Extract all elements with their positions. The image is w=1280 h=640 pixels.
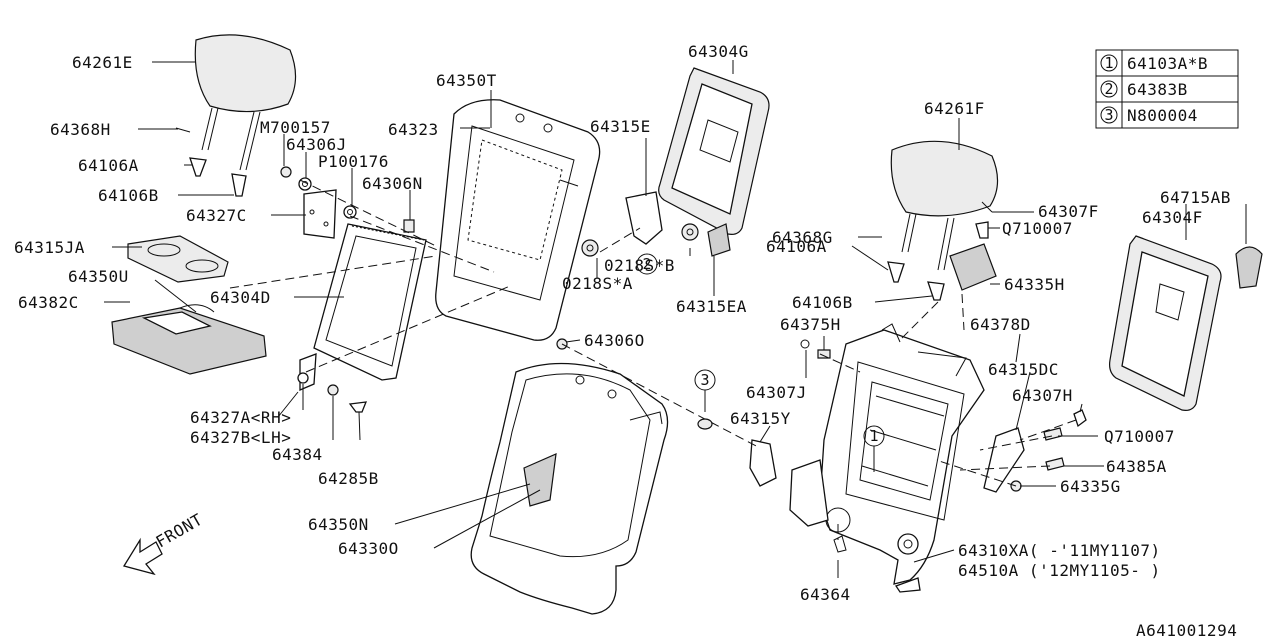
assembly-lines bbox=[229, 179, 1077, 540]
rear-panel-left-drawing bbox=[658, 67, 770, 235]
diagram-id: A641001294 bbox=[1136, 621, 1237, 640]
label-64327b-lh: 64327B<LH> bbox=[190, 428, 291, 447]
seatback-cushion-left-drawing bbox=[435, 99, 601, 341]
label-64384: 64384 bbox=[272, 445, 323, 464]
label-64315ea: 64315EA bbox=[676, 297, 747, 316]
label-64335h: 64335H bbox=[1004, 275, 1065, 294]
legend-part-2: 64383B bbox=[1127, 80, 1188, 99]
seatback-frame-left-drawing bbox=[297, 189, 427, 391]
cup-holder-drawing bbox=[127, 235, 229, 283]
label-64327c: 64327C bbox=[186, 206, 247, 225]
label-64385a: 64385A bbox=[1106, 457, 1167, 476]
label-64106b-right: 64106B bbox=[792, 293, 853, 312]
rear-panel-right-drawing bbox=[1109, 235, 1263, 411]
label-0218s-b: 0218S*B bbox=[604, 256, 675, 275]
legend-table: 1 2 3 64103A*B 64383B N800004 bbox=[1095, 49, 1239, 129]
label-64106a-right-visible: 64106A bbox=[766, 237, 827, 256]
label-0218s-a: 0218S*A bbox=[562, 274, 633, 293]
seat-frame-right-drawing bbox=[789, 323, 985, 593]
callout-3-num: 3 bbox=[700, 371, 709, 389]
label-64306j: 64306J bbox=[286, 135, 347, 154]
callout-3: 3 bbox=[694, 369, 716, 430]
label-64315y: 64315Y bbox=[730, 409, 791, 428]
right-hardware-drawing bbox=[749, 339, 1087, 553]
part-labels: 64261E 64368H 64106A 64106B M700157 6430… bbox=[14, 42, 1237, 640]
label-64307j: 64307J bbox=[746, 383, 807, 402]
legend-num-1: 1 bbox=[1104, 54, 1113, 72]
label-64304g: 64304G bbox=[688, 42, 749, 61]
label-64335g: 64335G bbox=[1060, 477, 1121, 496]
label-64307h: 64307H bbox=[1012, 386, 1073, 405]
label-64304d: 64304D bbox=[210, 288, 271, 307]
label-64375h: 64375H bbox=[780, 315, 841, 334]
label-64368g: 64368G bbox=[772, 228, 833, 247]
label-64368h: 64368H bbox=[50, 120, 111, 139]
label-64304f: 64304F bbox=[1142, 208, 1203, 227]
label-64350u: 64350U bbox=[68, 267, 129, 286]
legend-part-3: N800004 bbox=[1127, 106, 1198, 125]
label-64285b: 64285B bbox=[318, 469, 379, 488]
label-64307f: 64307F bbox=[1038, 202, 1099, 221]
label-64310xa: 64310XA( -'11MY1107) bbox=[958, 541, 1161, 560]
label-64327a-rh: 64327A<RH> bbox=[190, 408, 291, 427]
label-q710007-bottom: Q710007 bbox=[1104, 427, 1175, 446]
label-64330o: 64330O bbox=[338, 539, 399, 558]
label-64715ab: 64715AB bbox=[1160, 188, 1231, 207]
label-64364: 64364 bbox=[800, 585, 851, 604]
label-64306o: 64306O bbox=[584, 331, 645, 350]
front-arrow-icon: FRONT bbox=[122, 510, 206, 576]
headrest-right-drawing bbox=[887, 140, 999, 301]
label-64261e: 64261E bbox=[72, 53, 133, 72]
label-64510a: 64510A ('12MY1105- ) bbox=[958, 561, 1161, 580]
bracket-64315e-drawing bbox=[556, 191, 731, 350]
leader-lines bbox=[104, 60, 1247, 578]
callout-1: 1 bbox=[863, 425, 885, 472]
headrest-left-drawing bbox=[175, 34, 297, 197]
legend-part-1: 64103A*B bbox=[1127, 54, 1208, 73]
label-64315e: 64315E bbox=[590, 117, 651, 136]
label-q710007-top: Q710007 bbox=[1002, 219, 1073, 238]
legend-num-3: 3 bbox=[1104, 106, 1113, 124]
label-64315dc: 64315DC bbox=[988, 360, 1059, 379]
legend-num-2: 2 bbox=[1104, 80, 1113, 98]
callout-2-num: 2 bbox=[642, 255, 651, 273]
armrest-drawing bbox=[111, 304, 267, 375]
callout-1-num: 1 bbox=[869, 427, 878, 445]
label-64323: 64323 bbox=[388, 120, 439, 139]
label-m700157: M700157 bbox=[260, 118, 331, 137]
front-label: FRONT bbox=[153, 510, 206, 552]
label-64106b-left: 64106B bbox=[98, 186, 159, 205]
label-64261f: 64261F bbox=[924, 99, 985, 118]
label-64350n: 64350N bbox=[308, 515, 369, 534]
callout-2: 2 bbox=[636, 253, 658, 275]
seat-cushion-drawing bbox=[470, 362, 669, 615]
label-64350t: 64350T bbox=[436, 71, 497, 90]
label-64306n: 64306N bbox=[362, 174, 423, 193]
label-64106a-left: 64106A bbox=[78, 156, 139, 175]
label-64382c: 64382C bbox=[18, 293, 79, 312]
label-p100176: P100176 bbox=[318, 152, 389, 171]
label-64315ja: 64315JA bbox=[14, 238, 85, 257]
label-64378d: 64378D bbox=[970, 315, 1031, 334]
